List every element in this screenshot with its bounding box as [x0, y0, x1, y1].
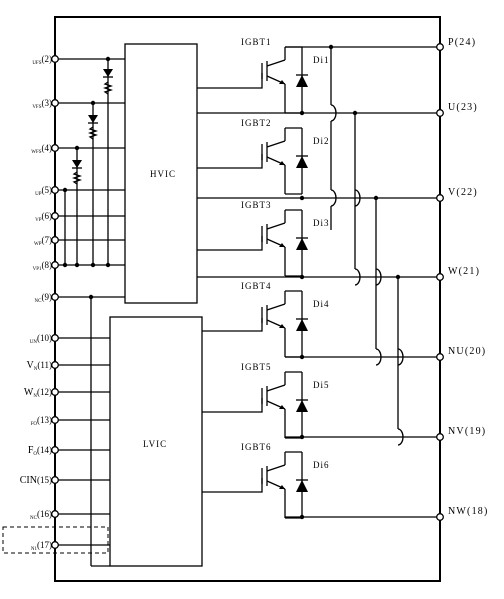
pin-label-vufs: UFS(2) — [32, 54, 52, 66]
pin-label-nv: NV(19) — [448, 426, 486, 437]
pin-terminal-un — [51, 334, 59, 342]
pin-label-nw: NW(18) — [448, 506, 489, 517]
igbt-label-6: IGBT6 — [241, 442, 272, 452]
pin-label-vp: VP(6) — [35, 211, 52, 223]
pin-terminal-wn — [51, 388, 59, 396]
bootstrap-diode-2 — [87, 103, 99, 147]
diode-label-6: Di6 — [313, 460, 330, 470]
igbt-label-3: IGBT3 — [241, 200, 272, 210]
bootstrap-diode-1 — [102, 59, 114, 101]
diode-label-5: Di5 — [313, 380, 330, 390]
lvic-block — [109, 316, 203, 567]
label-layer: UFS(2) VFS(3) WFS(4) UP(5) VP(6) WP(7) VP1(8) N… — [20, 37, 489, 552]
optional-pin-box — [2, 526, 109, 554]
pin-terminal-nv — [436, 433, 444, 441]
rail-hops — [330, 104, 404, 446]
pin-label-w: W(21) — [448, 266, 480, 277]
pin-terminal-vp — [51, 212, 59, 220]
module-outline — [54, 16, 441, 582]
pin-label-vwfs: WFS(4) — [31, 143, 52, 155]
pin-label-vn: VN(11) — [26, 360, 52, 372]
igbt-label-2: IGBT2 — [241, 118, 272, 128]
left-wiring — [55, 58, 125, 567]
pin-label-nu: NU(20) — [448, 346, 486, 357]
pin-label-vnc: NC(9) — [35, 292, 52, 304]
pin-terminal-vnc — [51, 293, 59, 301]
pin-label-f: FO(14) — [28, 445, 52, 457]
pin-terminal-fo — [51, 416, 59, 424]
diode-label-2: Di2 — [313, 136, 330, 146]
right-junction-dots — [299, 44, 401, 520]
diode-label-4: Di4 — [313, 299, 330, 309]
pin-terminal-v — [436, 194, 444, 202]
pin-terminal-wp — [51, 236, 59, 244]
switch-layer: IGBT1Di1IGBT2Di2IGBT3Di3IGBT4Di4IGBT5Di5… — [241, 37, 330, 519]
pin-terminal-u — [436, 109, 444, 117]
hvic-label: HVIC — [150, 169, 176, 179]
pin-label-v: V(22) — [448, 187, 478, 198]
pin-label-vn1: N1(17) — [31, 540, 52, 552]
pin-label-p: P(24) — [448, 37, 476, 48]
diode-label-3: Di3 — [313, 218, 330, 228]
pin-terminal-nw — [436, 513, 444, 521]
pin-terminal-up — [51, 186, 59, 194]
pin-terminal-cin — [51, 476, 59, 484]
igbt-label-1: IGBT1 — [241, 37, 272, 47]
pin-terminal-w — [436, 273, 444, 281]
pin-label-cin: CIN(15) — [20, 475, 52, 486]
pin-label-un: UN(10) — [30, 333, 52, 345]
pin-terminal-vn — [51, 361, 59, 369]
pin-label-vvfs: VFS(3) — [32, 98, 52, 110]
left-junction-dots — [62, 56, 111, 300]
pin-terminal-vp1 — [51, 261, 59, 269]
power-wiring — [197, 46, 440, 518]
pin-terminal-p — [436, 43, 444, 51]
pin-terminal-nu — [436, 353, 444, 361]
pin-terminal-vvfs — [51, 99, 59, 107]
pin-label-fo: FO(13) — [31, 415, 52, 427]
pin-terminal-vnc2 — [51, 510, 59, 518]
pin-label-up: UP(5) — [35, 185, 52, 197]
lvic-label: LVIC — [143, 439, 167, 449]
pin-terminal-vufs — [51, 55, 59, 63]
pin-label-wp: WP(7) — [34, 235, 52, 247]
pin-label-wn: WN(12) — [24, 387, 52, 399]
pin-label-u: U(23) — [448, 102, 478, 113]
pin-terminal-vwfs — [51, 144, 59, 152]
pin-label-vnc2: NC(16) — [30, 509, 52, 521]
pin-terminal-f — [51, 446, 59, 454]
hvic-block — [124, 43, 198, 304]
bootstrap-diode-3 — [71, 148, 83, 190]
pin-label-vp1: VP1(8) — [33, 260, 52, 272]
pin-layer — [51, 43, 444, 549]
diode-label-1: Di1 — [313, 55, 330, 65]
igbt-label-5: IGBT5 — [241, 362, 272, 372]
pin-terminal-vn1 — [51, 541, 59, 549]
igbt-label-4: IGBT4 — [241, 281, 272, 291]
